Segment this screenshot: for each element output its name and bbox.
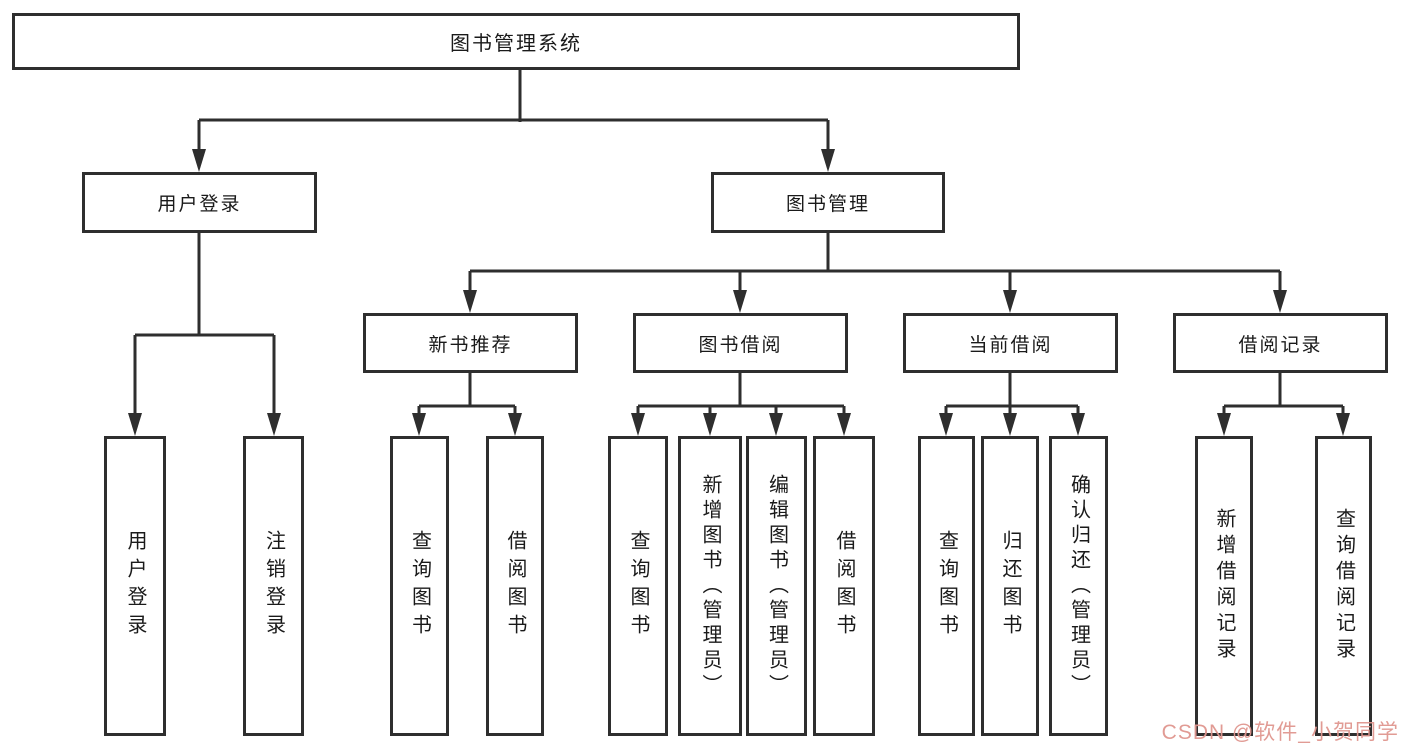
leaf-return-books: 归还图书 — [981, 436, 1039, 736]
leaf-query-borrow-record-label: 查询借阅记录 — [1332, 508, 1355, 664]
leaf-borrow-books-1: 借阅图书 — [486, 436, 544, 736]
leaf-edit-book-admin: 编辑图书（管理员） — [746, 436, 807, 736]
node-user-login: 用户登录 — [82, 172, 317, 233]
node-borrow-records-label: 借阅记录 — [1238, 334, 1323, 356]
node-new-book-recommend-label: 新书推荐 — [428, 334, 513, 356]
leaf-borrow-books-1-label: 借阅图书 — [504, 530, 526, 642]
node-current-borrow-label: 当前借阅 — [968, 334, 1053, 356]
node-new-book-recommend: 新书推荐 — [363, 313, 578, 373]
node-book-borrow-label: 图书借阅 — [698, 334, 783, 356]
leaf-add-book-admin-label: 新增图书（管理员） — [699, 473, 721, 699]
leaf-query-books-2-label: 查询图书 — [627, 530, 649, 642]
leaf-query-books-3-label: 查询图书 — [935, 530, 958, 642]
leaf-user-login-label: 用户登录 — [124, 530, 146, 642]
node-book-management-label: 图书管理 — [785, 194, 870, 215]
leaf-confirm-return-admin-label: 确认归还（管理员） — [1067, 473, 1090, 699]
leaf-confirm-return-admin: 确认归还（管理员） — [1049, 436, 1108, 736]
node-user-login-label: 用户登录 — [157, 194, 242, 215]
leaf-logout-label: 注销登录 — [262, 530, 285, 642]
leaf-query-books-3: 查询图书 — [918, 436, 975, 736]
leaf-query-books-1: 查询图书 — [390, 436, 449, 736]
leaf-borrow-books-2-label: 借阅图书 — [833, 530, 855, 642]
leaf-user-login: 用户登录 — [104, 436, 166, 736]
leaf-query-books-2: 查询图书 — [608, 436, 668, 736]
leaf-edit-book-admin-label: 编辑图书（管理员） — [765, 473, 788, 699]
node-current-borrow: 当前借阅 — [903, 313, 1118, 373]
leaf-borrow-books-2: 借阅图书 — [813, 436, 875, 736]
leaf-add-book-admin: 新增图书（管理员） — [678, 436, 742, 736]
node-root-label: 图书管理系统 — [450, 33, 582, 55]
leaf-add-borrow-record: 新增借阅记录 — [1195, 436, 1253, 736]
node-book-borrow: 图书借阅 — [633, 313, 848, 373]
leaf-logout: 注销登录 — [243, 436, 304, 736]
csdn-watermark: CSDN @软件_小贺同学 — [1161, 721, 1399, 744]
node-root: 图书管理系统 — [12, 13, 1020, 70]
node-borrow-records: 借阅记录 — [1173, 313, 1388, 373]
leaf-query-books-1-label: 查询图书 — [408, 530, 431, 642]
arrowheads — [128, 149, 1350, 436]
leaf-return-books-label: 归还图书 — [999, 530, 1021, 642]
node-book-management: 图书管理 — [711, 172, 945, 233]
leaf-add-borrow-record-label: 新增借阅记录 — [1213, 508, 1235, 664]
leaf-query-borrow-record: 查询借阅记录 — [1315, 436, 1372, 736]
